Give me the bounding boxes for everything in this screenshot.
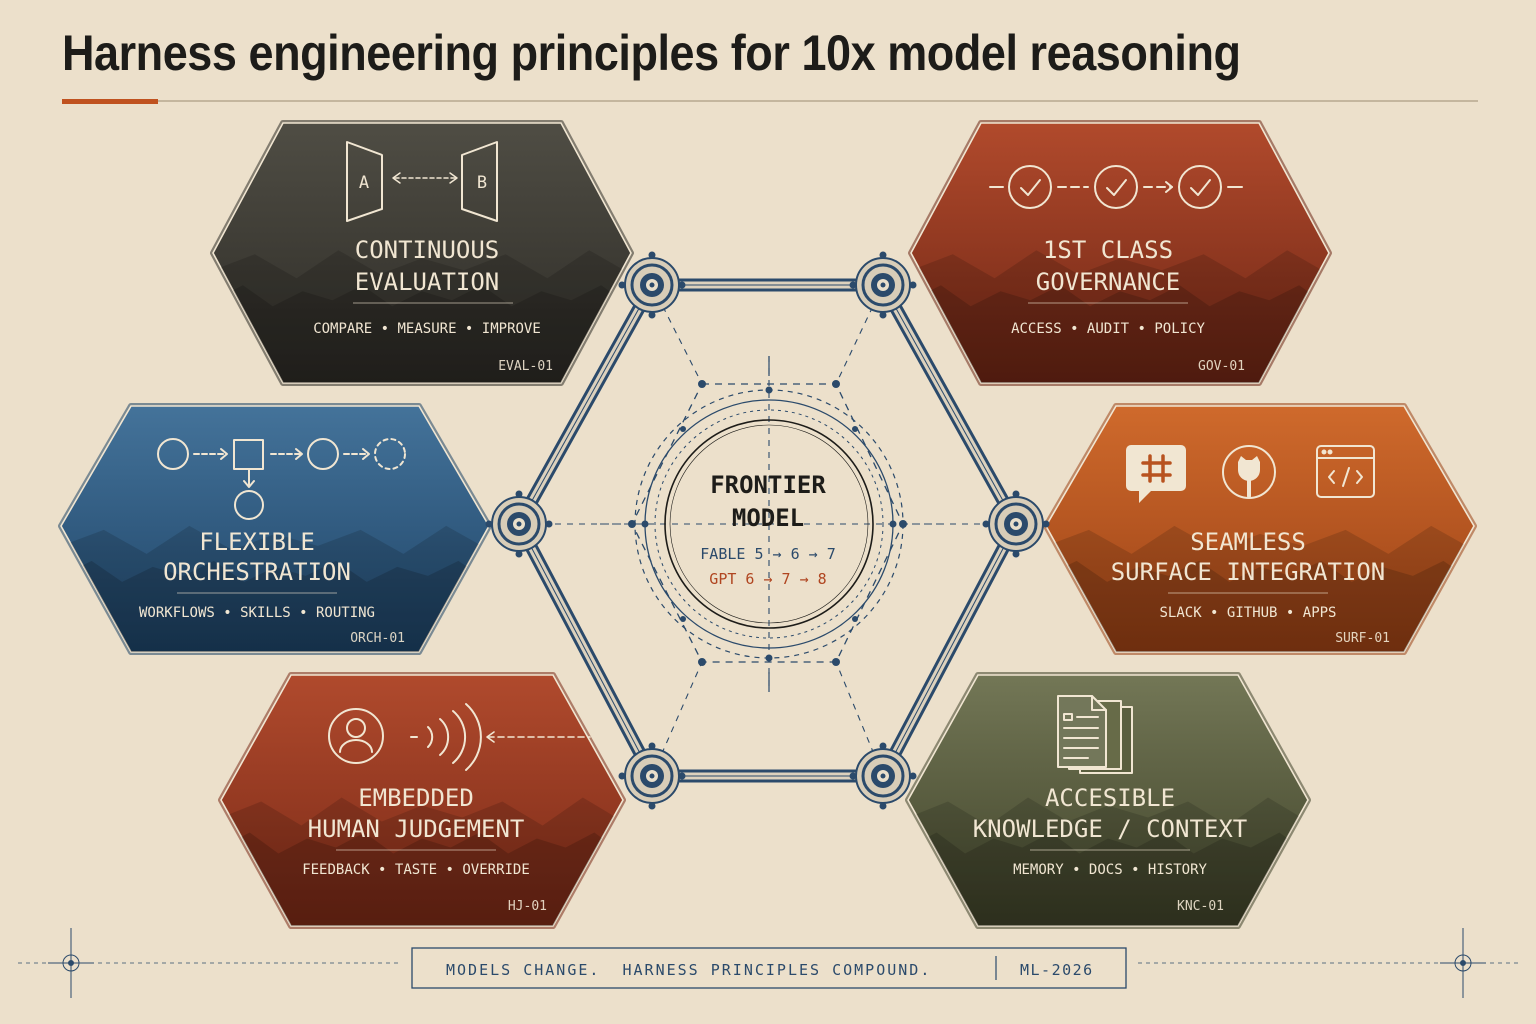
core-title-line1: FRONTIER <box>710 471 826 499</box>
joint-top-right-icon <box>849 251 917 319</box>
hex-code-hj: HJ-01 <box>508 899 547 914</box>
integration-icons <box>1126 445 1375 503</box>
footer-slogan: MODELS CHANGE. HARNESS PRINCIPLES COMPOU… <box>446 961 931 979</box>
hex-code-orch: ORCH-01 <box>350 631 405 646</box>
footer: MODELS CHANGE. HARNESS PRINCIPLES COMPOU… <box>18 928 1518 998</box>
model-sequence-gpt: GPT 6 → 7 → 8 <box>709 570 826 588</box>
hex-code-eval: EVAL-01 <box>498 359 553 374</box>
hex-tags-hj: FEEDBACK • TASTE • OVERRIDE <box>302 862 530 878</box>
hex-title-line1-orch: FLEXIBLE <box>199 528 315 556</box>
hex-tags-knc: MEMORY • DOCS • HISTORY <box>1013 862 1207 878</box>
hex-panel-gov: 1ST CLASS GOVERNANCE ACCESS • AUDIT • POLI… <box>908 120 1332 386</box>
hex-shape-gov <box>910 122 1330 384</box>
mountain-texture <box>213 250 631 383</box>
hex-title-line1-surf: SEAMLESS <box>1190 528 1306 556</box>
core-ring <box>664 419 874 629</box>
hex-title-line2-surf: SURFACE INTEGRATION <box>1111 558 1386 586</box>
mountain-texture <box>908 797 1308 926</box>
footer-box <box>411 947 1127 989</box>
hex-tags-surf: SLACK • GITHUB • APPS <box>1159 605 1336 621</box>
checkmark-chain-icon <box>989 165 1243 209</box>
joint-bottom-left-icon <box>618 742 686 810</box>
mountain-texture <box>221 797 623 926</box>
hex-title-line2-gov: GOVERNANCE <box>1036 268 1181 296</box>
hex-shape-eval <box>212 122 632 384</box>
header-accent-bar <box>62 99 158 104</box>
hex-title-line2-hj: HUMAN JUDGEMENT <box>308 815 525 843</box>
core-title-line2: MODEL <box>732 504 804 532</box>
hex-title-line1-hj: EMBEDDED <box>358 784 474 812</box>
structural-rails <box>512 278 1023 783</box>
human-feedback-icon <box>328 703 591 771</box>
hex-tags-orch: WORKFLOWS • SKILLS • ROUTING <box>139 605 375 621</box>
crosshair-right-icon <box>1440 928 1486 998</box>
crosshair-left-icon <box>48 928 94 998</box>
joint-left-icon <box>485 490 553 558</box>
model-sequence-fable: FABLE 5 → 6 → 7 <box>700 545 835 563</box>
hex-code-surf: SURF-01 <box>1335 631 1390 646</box>
svg-text:B: B <box>477 173 487 193</box>
page-title: Harness engineering principles for 10x m… <box>62 25 1241 81</box>
mountain-texture <box>911 250 1329 383</box>
hex-tags-gov: ACCESS • AUDIT • POLICY <box>1011 321 1205 337</box>
mountain-texture <box>61 525 489 652</box>
hex-title-line2-orch: ORCHESTRATION <box>163 558 351 586</box>
hex-code-knc: KNC-01 <box>1177 899 1224 914</box>
documents-icon <box>1057 695 1133 774</box>
joint-bottom-right-icon <box>849 742 917 810</box>
hex-title-line2-eval: EVALUATION <box>355 268 500 296</box>
spokes <box>519 284 1016 777</box>
hex-code-gov: GOV-01 <box>1198 359 1245 374</box>
hex-panel-eval: CONTINUOUS EVALUATION COMPARE • MEASURE • … <box>210 120 634 386</box>
hex-shape-knc <box>907 674 1309 927</box>
hex-panel-knc: ACCESIBLE KNOWLEDGE / CONTEXT MEMORY • DOC… <box>905 672 1311 929</box>
joint-top-left-icon <box>618 251 686 319</box>
hex-panel-hj: EMBEDDED HUMAN JUDGEMENT FEEDBACK • TASTE … <box>218 672 626 929</box>
hex-tags-eval: COMPARE • MEASURE • IMPROVE <box>313 321 541 337</box>
hex-title-line2-knc: KNOWLEDGE / CONTEXT <box>973 815 1248 843</box>
workflow-icon <box>157 438 406 520</box>
joint-right-icon <box>982 490 1050 558</box>
hex-title-line1-gov: 1ST CLASS <box>1043 236 1173 264</box>
central-frame <box>512 278 1023 783</box>
hex-title-line1-eval: CONTINUOUS <box>355 236 500 264</box>
mountain-texture <box>1046 525 1474 652</box>
frontier-model-core: FRONTIER MODEL FABLE 5 → 6 → 7 GPT 6 → 7… <box>700 471 835 588</box>
hex-title-line1-knc: ACCESIBLE <box>1045 784 1175 812</box>
footer-code: ML-2026 <box>1020 961 1094 979</box>
svg-text:A: A <box>359 173 369 193</box>
inner-ring-dashed <box>654 409 884 639</box>
